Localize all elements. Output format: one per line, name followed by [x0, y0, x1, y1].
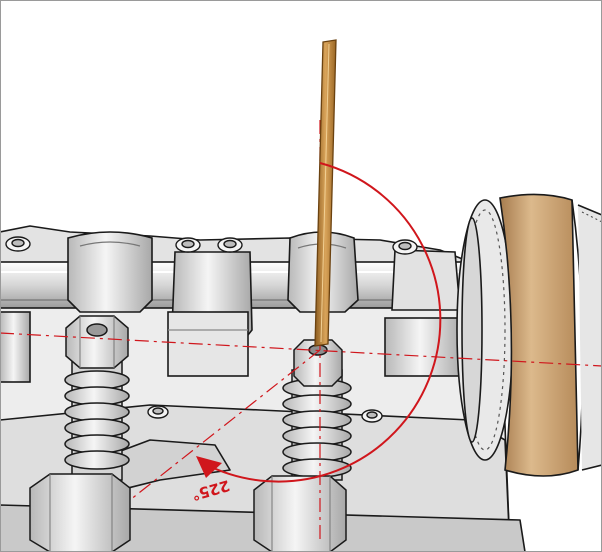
- diagonal-centerline: [129, 349, 321, 501]
- timing-sprocket: [456, 199, 514, 461]
- adjuster-nut-right: [293, 339, 343, 387]
- bolt-icon: [392, 239, 418, 255]
- left-edge-block: [0, 311, 31, 383]
- bearing-cap-far-right: [384, 249, 464, 377]
- bearing-cap-center: [167, 251, 253, 377]
- timing-belt: [499, 193, 602, 477]
- cap-bolts: [5, 236, 418, 423]
- bolt-icon: [5, 236, 31, 252]
- bolt-icon: [175, 237, 201, 253]
- valve-spring-left: [64, 370, 130, 470]
- arrowhead-icon: [196, 456, 222, 478]
- bearing-cap-left: [67, 231, 153, 313]
- adjustment-rod-tool: [314, 39, 337, 347]
- valve-spring-right: [282, 378, 352, 478]
- adjuster-nut-left: [65, 315, 129, 369]
- lower-nut-left: [29, 473, 131, 552]
- lower-nut-right: [253, 475, 347, 552]
- horizontal-centerline: [0, 332, 602, 367]
- bolt-icon: [147, 405, 169, 419]
- bolt-icon: [217, 237, 243, 253]
- valve-assembly-left: [29, 315, 131, 552]
- bolt-icon: [361, 409, 383, 423]
- rotation-arc: [196, 162, 442, 483]
